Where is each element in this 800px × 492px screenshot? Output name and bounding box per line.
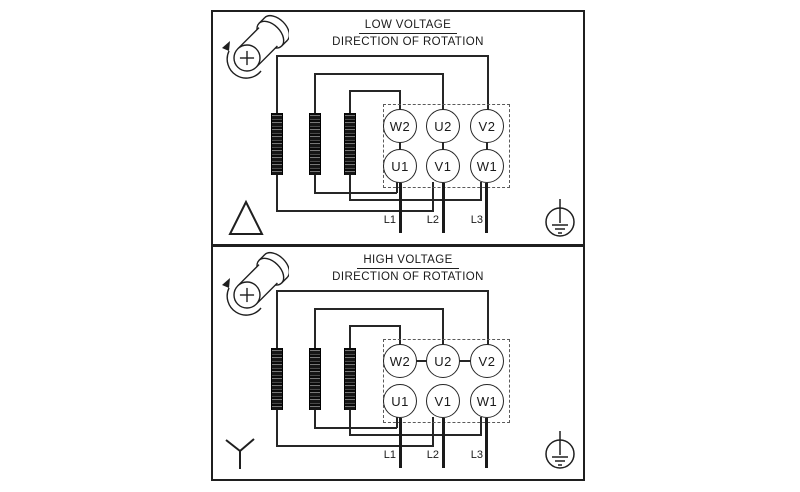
wye-connection-icon [225, 438, 255, 469]
wire [442, 73, 444, 110]
supply-line-l1 [399, 418, 402, 468]
wire [276, 175, 278, 211]
high-voltage-panel: HIGH VOLTAGE DIRECTION OF ROTATION [211, 245, 585, 481]
wire [480, 182, 482, 201]
supply-label-l1: L1 [383, 214, 396, 226]
wire [314, 175, 316, 193]
terminal-w1: W1 [470, 149, 504, 183]
wire [432, 182, 434, 211]
diagram-frame: LOW VOLTAGE DIRECTION OF ROTATION [211, 10, 585, 481]
motor-winding [271, 348, 283, 410]
wire [314, 192, 397, 194]
wire [276, 410, 278, 446]
supply-line-l3 [485, 418, 488, 468]
terminal-v2: V2 [470, 109, 504, 143]
wire [399, 325, 401, 345]
wire [349, 410, 351, 436]
jumper-link [459, 360, 471, 362]
terminal-u2: U2 [426, 109, 460, 143]
shaft-rotation-arrow-icon [222, 14, 289, 79]
wire [276, 290, 278, 348]
wire [349, 175, 351, 201]
supply-line-l1 [399, 183, 402, 233]
supply-label-l3: L3 [470, 449, 483, 461]
supply-label-l2: L2 [426, 449, 439, 461]
wire [276, 445, 434, 447]
supply-label-l3: L3 [470, 214, 483, 226]
protective-earth-icon [545, 431, 575, 469]
panel-title: HIGH VOLTAGE [357, 254, 459, 269]
motor-winding [309, 113, 321, 175]
jumper-link [442, 140, 444, 152]
wire [480, 417, 482, 436]
protective-earth-icon [545, 199, 575, 237]
shaft-rotation-arrow-icon [222, 251, 289, 316]
panel-subtitle: DIRECTION OF ROTATION [332, 270, 484, 283]
wire [349, 90, 401, 92]
jumper-link [486, 140, 488, 152]
terminal-v2: V2 [470, 344, 504, 378]
terminal-w2: W2 [383, 109, 417, 143]
supply-label-l1: L1 [383, 449, 396, 461]
terminal-u1: U1 [383, 384, 417, 418]
terminal-w1: W1 [470, 384, 504, 418]
wire [432, 417, 434, 446]
low-voltage-panel: LOW VOLTAGE DIRECTION OF ROTATION [211, 10, 585, 246]
panel-title: LOW VOLTAGE [358, 19, 458, 34]
supply-line-l3 [485, 183, 488, 233]
panel-title-block: HIGH VOLTAGE DIRECTION OF ROTATION [253, 250, 563, 283]
panel-title-block: LOW VOLTAGE DIRECTION OF ROTATION [253, 15, 563, 48]
terminal-board-outline [383, 339, 510, 423]
supply-line-l2 [442, 183, 445, 233]
terminal-v1: V1 [426, 384, 460, 418]
wire [276, 55, 489, 57]
wire [487, 55, 489, 110]
wire [314, 73, 444, 75]
terminal-u1: U1 [383, 149, 417, 183]
supply-line-l2 [442, 418, 445, 468]
wire [276, 290, 489, 292]
motor-winding [309, 348, 321, 410]
jumper-link [399, 140, 401, 152]
wire [349, 434, 482, 436]
terminal-board-outline [383, 104, 510, 188]
delta-connection-icon [228, 199, 264, 235]
wire [349, 199, 482, 201]
wire [349, 325, 401, 327]
motor-winding [271, 113, 283, 175]
wire [349, 90, 351, 113]
wire [349, 325, 351, 348]
motor-winding [344, 348, 356, 410]
wire [487, 290, 489, 345]
wire [314, 308, 316, 348]
wire [314, 73, 316, 113]
terminal-u2: U2 [426, 344, 460, 378]
wire [276, 210, 434, 212]
wire [314, 427, 397, 429]
terminal-v1: V1 [426, 149, 460, 183]
wire [442, 308, 444, 345]
wire [314, 308, 444, 310]
panel-subtitle: DIRECTION OF ROTATION [332, 35, 484, 48]
supply-label-l2: L2 [426, 214, 439, 226]
motor-winding [344, 113, 356, 175]
jumper-link [416, 360, 427, 362]
wire [314, 410, 316, 428]
terminal-w2: W2 [383, 344, 417, 378]
wire [399, 90, 401, 110]
wire [276, 55, 278, 113]
